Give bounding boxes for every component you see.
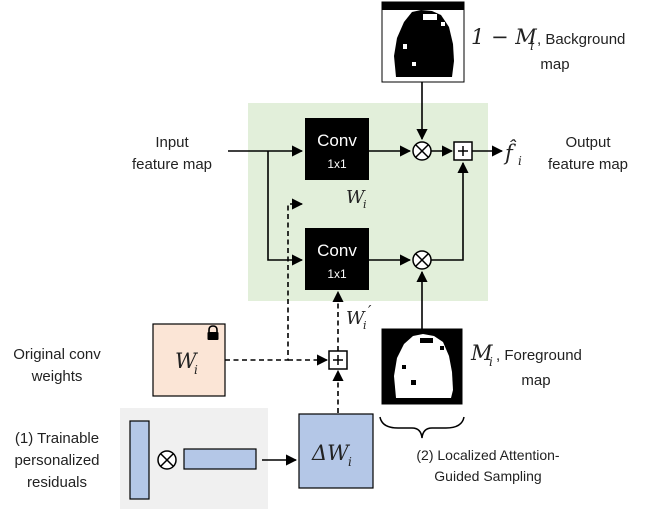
foreground-expr-sub: i: [489, 355, 493, 369]
residual-vertical-block: [129, 420, 150, 500]
weight-bottom-sub: i: [363, 319, 367, 332]
output-label-line1: Output: [565, 134, 611, 151]
trainable-line3: residuals: [27, 474, 87, 491]
sampling-line1: (2) Localized Attention-: [416, 447, 560, 463]
delta-sub: i: [348, 455, 352, 469]
conv-bottom-title: Conv: [317, 241, 357, 260]
lock-icon: [207, 325, 219, 340]
multiply-bottom-to-add-arrow: [431, 161, 469, 261]
foreground-word: , Foreground: [496, 347, 582, 364]
delta-weight-box: ΔW i: [298, 413, 374, 489]
sampling-brace: [379, 416, 465, 439]
background-expr-sub: i: [530, 39, 534, 53]
background-word: , Background: [537, 31, 625, 48]
output-label-line2: feature map: [548, 156, 628, 173]
trainable-line1: (1) Trainable: [15, 430, 99, 447]
foreground-line2: map: [521, 372, 550, 389]
add-bottom-icon: [328, 350, 348, 370]
residual-multiply-icon: [157, 450, 177, 470]
orig-to-conv-top-dashed: [225, 198, 304, 361]
residual-horizontal-block: [183, 448, 257, 470]
conv-top: Conv 1x1: [305, 118, 369, 180]
conv-bottom: Conv 1x1: [305, 228, 369, 290]
background-line2: map: [540, 56, 569, 73]
output-symbol: f̂: [503, 140, 517, 165]
delta-symbol: ΔW: [311, 441, 351, 465]
output-symbol-sub: i: [518, 154, 522, 168]
weight-top-symbol: W: [346, 187, 366, 208]
orig-label-line1: Original conv: [13, 346, 101, 363]
multiply-top-icon: [412, 141, 432, 161]
orig-box-sub: i: [194, 363, 198, 377]
input-label-line2: feature map: [132, 156, 212, 173]
weight-bottom-prime: ′: [368, 302, 372, 320]
foreground-map-image: [381, 328, 463, 405]
sampling-line2: Guided Sampling: [434, 468, 541, 484]
foreground-expr: M: [470, 341, 493, 365]
input-branch-arrow: [267, 151, 304, 266]
weight-bottom-symbol: W: [346, 308, 366, 329]
conv-top-kernel: 1x1: [327, 157, 347, 171]
input-label-line1: Input: [155, 134, 189, 151]
multiply-bottom-icon: [412, 250, 432, 270]
add-top-icon: [453, 141, 473, 161]
orig-label-line2: weights: [31, 368, 83, 385]
background-expr: 1 − M: [471, 25, 537, 49]
background-map-image: [381, 1, 465, 83]
trainable-line2: personalized: [14, 452, 99, 469]
orig-box-symbol: W: [175, 349, 199, 373]
conv-top-title: Conv: [317, 131, 357, 150]
conv-bottom-kernel: 1x1: [327, 267, 347, 281]
weight-top-sub: i: [363, 198, 367, 211]
